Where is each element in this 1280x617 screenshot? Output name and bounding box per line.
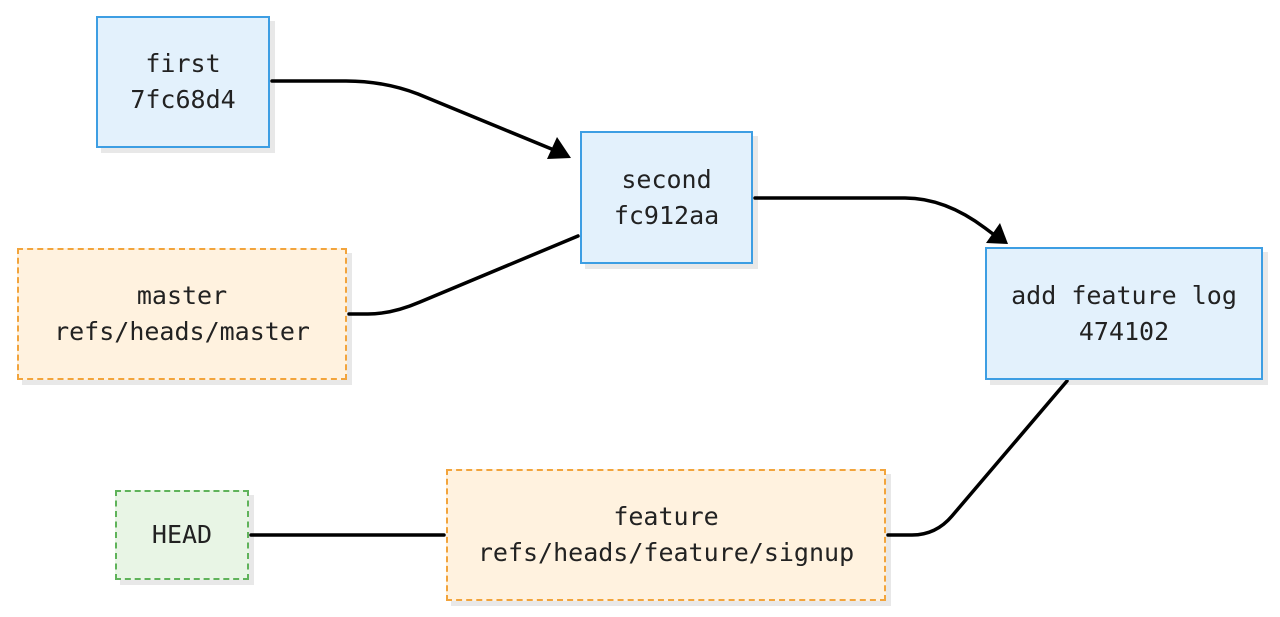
edge-master-to-second <box>347 234 580 316</box>
arrow-head-first-to-second <box>547 137 571 159</box>
commit-node-add-feature-log[interactable]: add feature log 474102 <box>985 247 1263 380</box>
commit-message: second <box>621 164 712 194</box>
commit-message: add feature log <box>1011 280 1237 310</box>
ref-node-feature[interactable]: feature refs/heads/feature/signup <box>446 469 886 601</box>
head-node[interactable]: HEAD <box>115 490 249 580</box>
commit-node-second[interactable]: second fc912aa <box>580 131 753 264</box>
commit-hash: 474102 <box>1078 316 1170 346</box>
edge-second-to-feature-commit <box>753 196 995 236</box>
commit-message: first <box>145 49 221 78</box>
ref-path: refs/heads/master <box>54 317 310 346</box>
head-label: HEAD <box>151 520 213 549</box>
commit-node-first[interactable]: first 7fc68d4 <box>96 16 270 148</box>
ref-path: refs/heads/feature/signup <box>477 538 855 567</box>
edge-feature-ref-to-feature-commit <box>886 379 1069 537</box>
commit-hash: 7fc68d4 <box>130 85 236 114</box>
ref-node-master[interactable]: master refs/heads/master <box>17 248 347 380</box>
ref-name: master <box>136 281 228 310</box>
commit-hash: fc912aa <box>613 200 720 230</box>
arrow-head-second-to-feature-commit <box>986 223 1008 244</box>
ref-name: feature <box>613 502 719 531</box>
edge-first-to-second <box>270 79 556 152</box>
